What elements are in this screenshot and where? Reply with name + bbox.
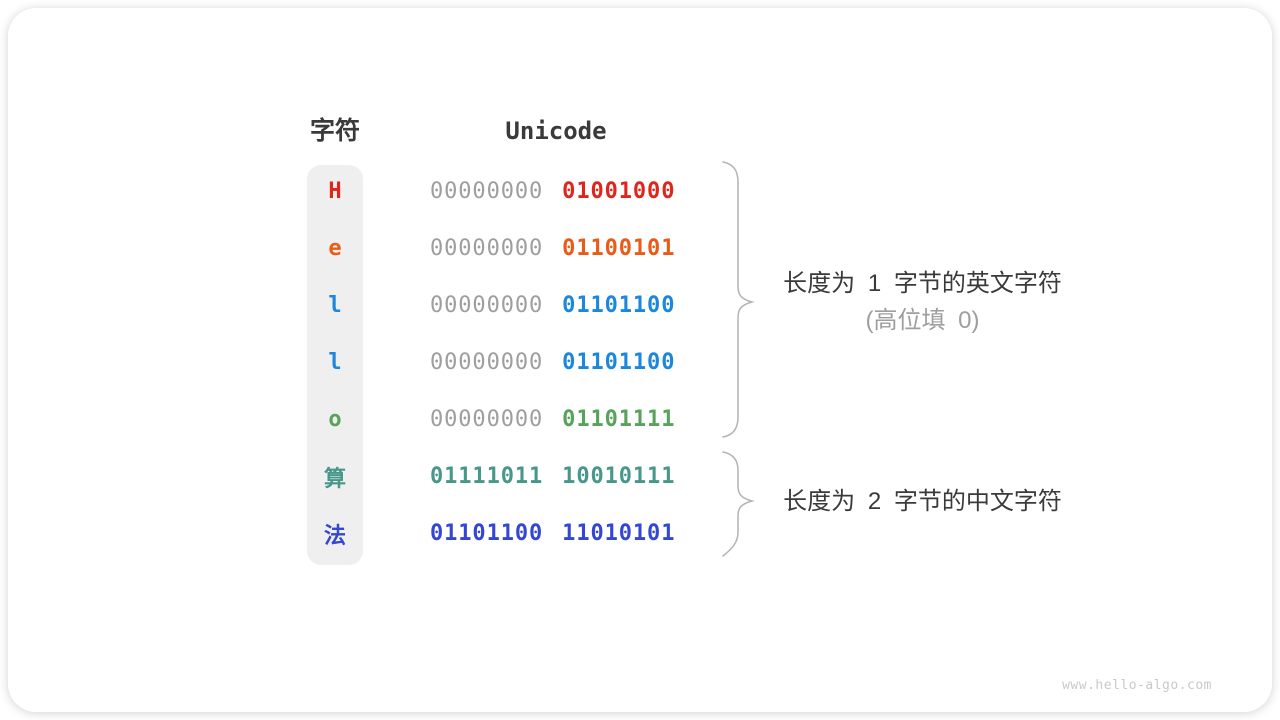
char-cell: 法 (323, 523, 346, 549)
table-row: H 00000000 01001000 (307, 163, 707, 220)
unicode-bytes: 01111011 10010111 (430, 464, 675, 489)
high-byte: 00000000 (430, 350, 544, 375)
annotation-two-byte-line1: 长度为 2 字节的中文字符 (783, 488, 1062, 515)
low-byte: 01001000 (562, 179, 676, 204)
low-byte: 01100101 (562, 236, 676, 261)
column-header-unicode: Unicode (505, 117, 607, 145)
low-byte: 01101111 (562, 407, 676, 432)
column-header-character: 字符 (309, 117, 360, 145)
unicode-bytes: 01101100 11010101 (430, 521, 675, 546)
brace-one-byte-icon (722, 161, 755, 438)
unicode-bytes: 00000000 01101100 (430, 293, 675, 318)
char-cell: e (328, 236, 342, 261)
low-byte: 10010111 (562, 464, 676, 489)
annotation-one-byte: 长度为 1 字节的英文字符 (高位填 0) (760, 267, 1085, 337)
table-row: o 00000000 01101111 (307, 391, 707, 448)
diagram-card (8, 8, 1272, 712)
table-row: e 00000000 01100101 (307, 220, 707, 277)
high-byte: 01101100 (430, 521, 544, 546)
char-cell: o (328, 407, 342, 432)
annotation-two-byte: 长度为 2 字节的中文字符 (760, 485, 1085, 518)
low-byte: 11010101 (562, 521, 676, 546)
low-byte: 01101100 (562, 293, 676, 318)
brace-two-byte-icon (722, 451, 755, 557)
watermark-url: www.hello-algo.com (1062, 678, 1212, 693)
char-cell: l (328, 350, 342, 375)
low-byte: 01101100 (562, 350, 676, 375)
char-cell: l (328, 293, 342, 318)
high-byte: 00000000 (430, 236, 544, 261)
table-row: 法 01101100 11010101 (307, 505, 707, 562)
unicode-bytes: 00000000 01001000 (430, 179, 675, 204)
high-byte: 00000000 (430, 293, 544, 318)
unicode-bytes: 00000000 01101111 (430, 407, 675, 432)
table-row: l 00000000 01101100 (307, 277, 707, 334)
char-cell: H (328, 179, 342, 204)
character-column-background (307, 165, 363, 565)
high-byte: 00000000 (430, 179, 544, 204)
unicode-bytes: 00000000 01101100 (430, 350, 675, 375)
high-byte: 00000000 (430, 407, 544, 432)
brace-icons (722, 161, 755, 557)
unicode-bytes: 00000000 01100101 (430, 236, 675, 261)
char-cell: 算 (323, 466, 346, 492)
high-byte: 01111011 (430, 464, 544, 489)
annotation-one-byte-line1: 长度为 1 字节的英文字符 (783, 270, 1062, 297)
table-row: l 00000000 01101100 (307, 334, 707, 391)
annotation-one-byte-line2: (高位填 0) (865, 307, 980, 334)
table-row: 算 01111011 10010111 (307, 448, 707, 505)
